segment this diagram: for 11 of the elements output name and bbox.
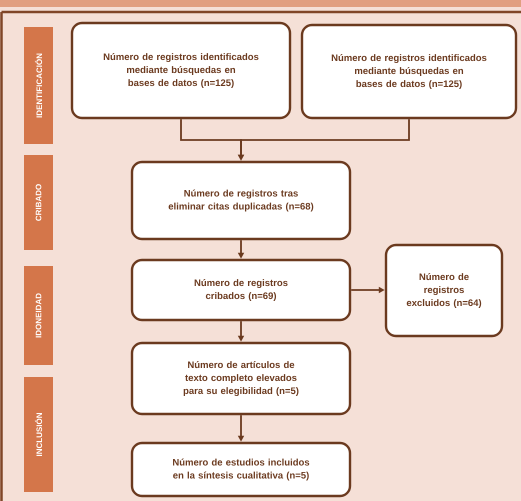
- stage-band: IDENTIFICACIÓN: [24, 27, 53, 144]
- process-box: Número de registros excluidos (n=64): [384, 244, 504, 338]
- stage-band: CRIBADO: [24, 155, 53, 250]
- stage-band: INCLUSIÓN: [24, 377, 53, 492]
- process-box: Número de registros cribados (n=69): [130, 258, 352, 322]
- process-box: Número de registros identificados mediante búsquedas en bases de datos (n=125): [70, 22, 292, 120]
- process-box: Número de estudios incluidos en la síntesis cualitativa (n=5): [130, 442, 352, 498]
- stage-band: IDONEIDAD: [24, 266, 53, 365]
- process-box: Número de registros tras eliminar citas duplicadas (n=68): [130, 160, 352, 240]
- process-box: Número de artículos de texto completo elevados para su elegibilidad (n=5): [130, 342, 352, 416]
- process-box: Número de registros identificados mediante búsquedas en bases de datos (n=125): [300, 24, 518, 120]
